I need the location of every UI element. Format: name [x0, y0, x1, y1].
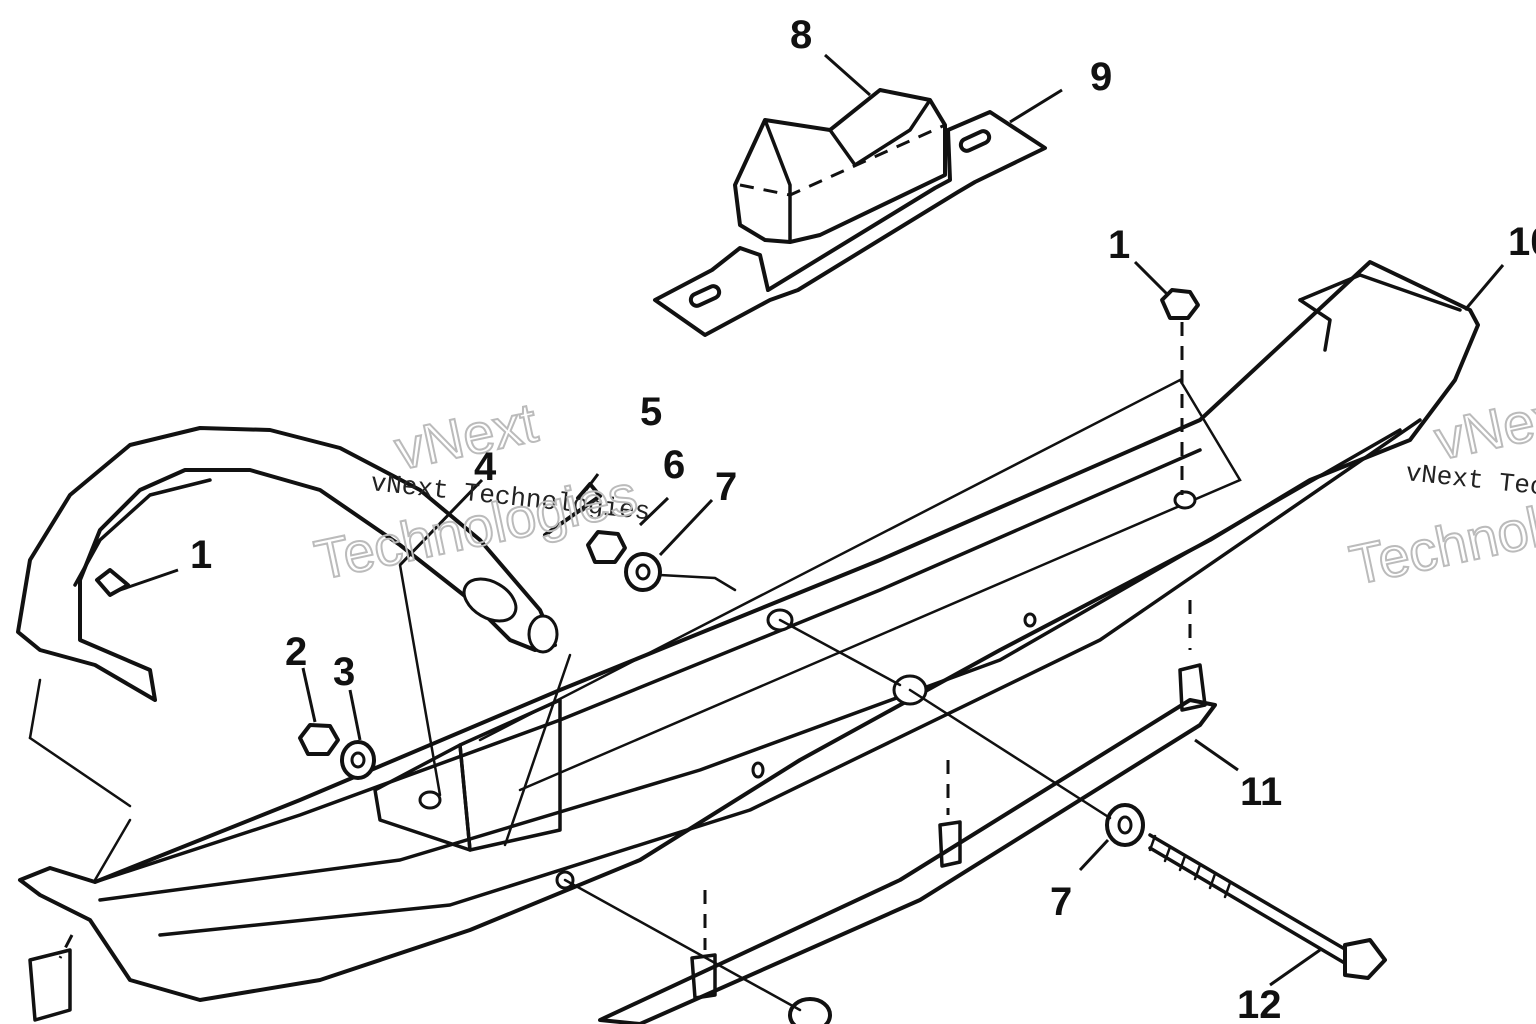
- part-4-spindle-loop: [16, 426, 559, 702]
- callout-7-bottom: 7: [1050, 880, 1072, 924]
- callout-1-top: 1: [1108, 223, 1130, 267]
- part-6-nut: [586, 530, 627, 564]
- callout-3: 3: [333, 650, 355, 694]
- callout-8: 8: [790, 13, 812, 57]
- part-11-wear-bar: [28, 663, 1217, 1024]
- callout-10: 10: [1508, 220, 1536, 264]
- hardware-group: [298, 288, 1200, 1024]
- callout-leaders: [119, 53, 1505, 987]
- part-5-cotter-pin: [543, 482, 602, 537]
- callout-labels: 8 9 1 10 5 6 7 4 1 2 3 11 7 12: [190, 13, 1536, 1024]
- part-10-ski: [18, 260, 1480, 1002]
- part-8-saddle-block: [733, 88, 947, 244]
- callout-12: 12: [1237, 983, 1282, 1024]
- assembly-guide-lines: [28, 322, 1192, 1012]
- callout-11: 11: [1240, 770, 1282, 814]
- callout-9: 9: [1090, 55, 1112, 99]
- callout-5: 5: [640, 390, 662, 434]
- part-12-bolt: [1148, 833, 1387, 980]
- callout-2: 2: [285, 630, 307, 674]
- part-7-washer-lower: [788, 997, 832, 1024]
- callout-7-top: 7: [715, 465, 737, 509]
- watermark-big-word1: vNext: [389, 390, 543, 481]
- callout-4: 4: [474, 445, 497, 489]
- callout-1-left: 1: [190, 533, 212, 577]
- part-2-nut: [298, 723, 340, 756]
- part-1-nut-top: [1160, 288, 1200, 320]
- callout-6: 6: [663, 443, 685, 487]
